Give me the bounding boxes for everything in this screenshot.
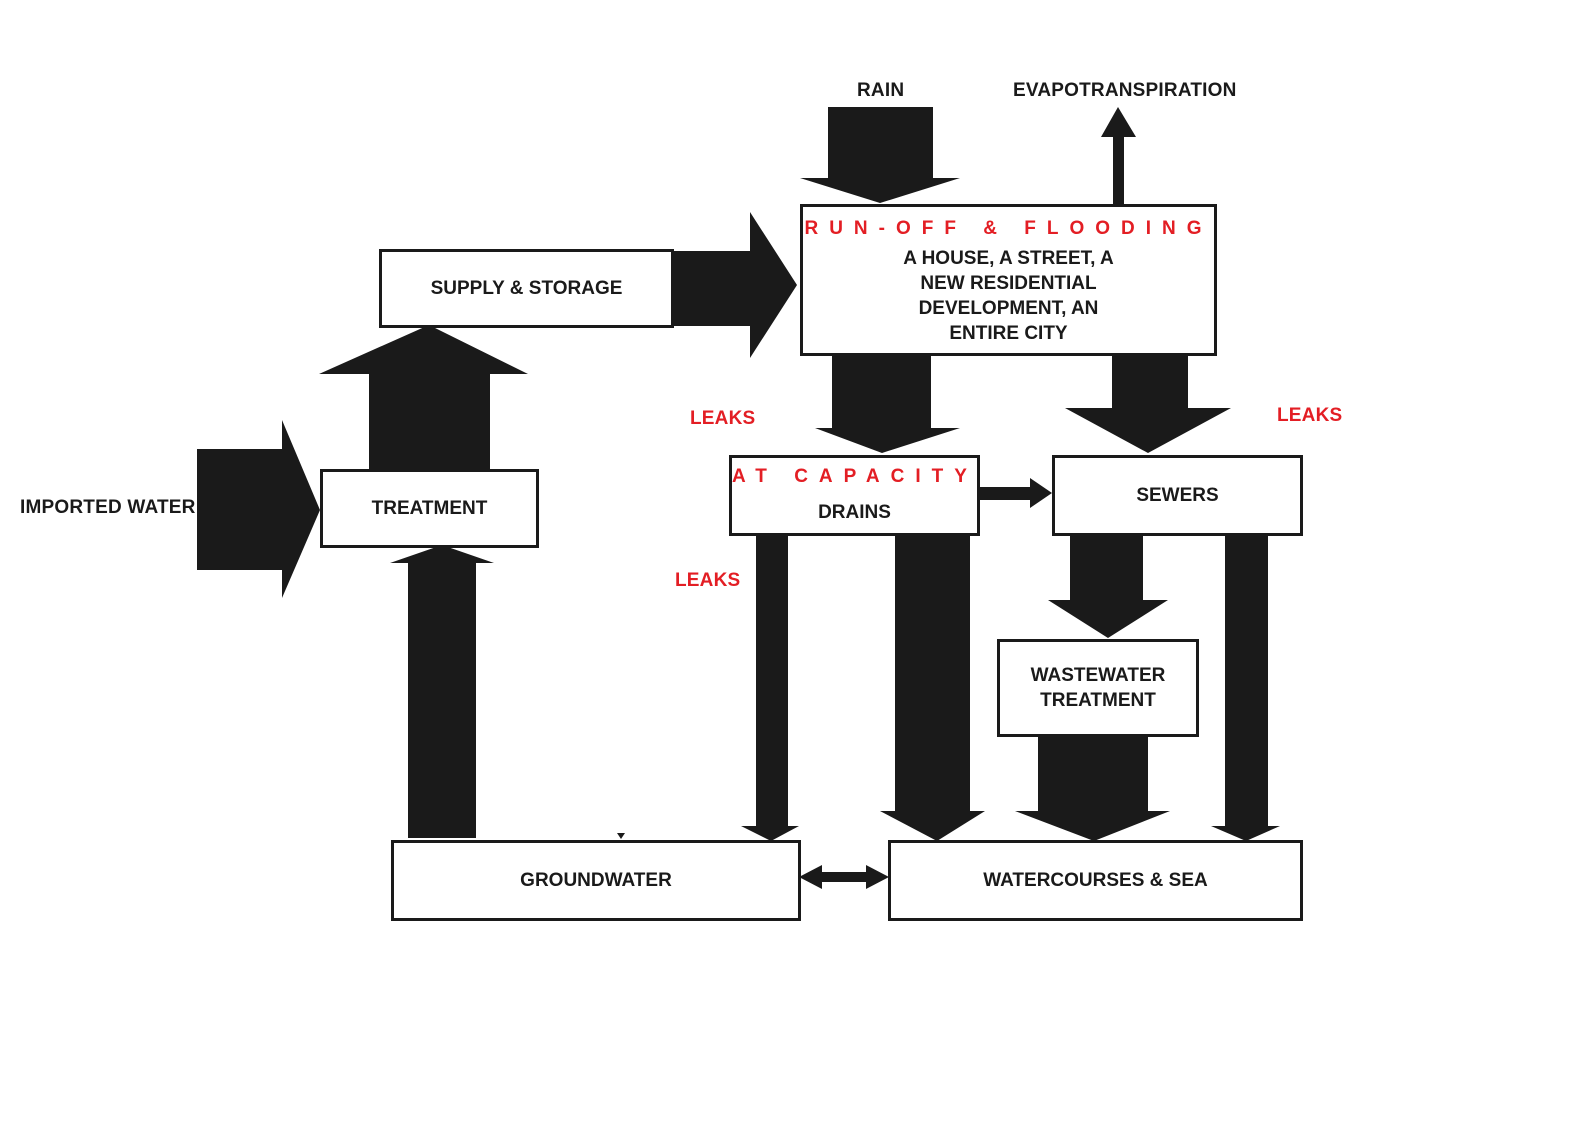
rain-label: RAIN (857, 80, 905, 101)
sewers-box: SEWERS (1052, 455, 1303, 536)
runoff-line-1: A HOUSE, A STREET, A (903, 248, 1114, 269)
wastewater-treatment-box: WASTEWATER TREATMENT (997, 639, 1199, 737)
imported-water-label: IMPORTED WATER (20, 497, 196, 518)
leaks-label-sewers: LEAKS (1277, 405, 1343, 426)
runoff-line-2: NEW RESIDENTIAL (920, 273, 1097, 294)
treatment-to-supply-arrow (319, 325, 528, 470)
groundwater-label: GROUNDWATER (520, 870, 672, 891)
drains-to-groundwater-arrow (741, 533, 799, 841)
groundwater-to-treatment-arrow (390, 545, 494, 838)
supply-to-runoff-arrow (671, 212, 797, 358)
groundwater-watercourses-double-arrow (799, 865, 889, 889)
wastewater-line-2: TREATMENT (1040, 690, 1156, 711)
runoff-to-drains-arrow (815, 355, 960, 453)
drains-label: DRAINS (818, 502, 891, 523)
drains-to-sewers-arrow (978, 478, 1052, 508)
drains-box: AT CAPACITY DRAINS (729, 455, 980, 536)
groundwater-box: GROUNDWATER (391, 840, 801, 921)
evapotranspiration-arrow (1101, 107, 1136, 205)
runoff-line-3: DEVELOPMENT, AN (918, 298, 1099, 319)
supply-storage-label: SUPPLY & STORAGE (430, 278, 623, 299)
treatment-box: TREATMENT (320, 469, 539, 548)
rain-arrow (800, 107, 960, 203)
wastewater-to-watercourses-arrow (1015, 735, 1170, 841)
leaks-label-drains-bottom: LEAKS (675, 570, 741, 591)
drains-capacity-title: AT CAPACITY (732, 466, 978, 487)
evapotranspiration-label: EVAPOTRANSPIRATION (1013, 80, 1237, 101)
runoff-flooding-box: RUN-OFF & FLOODING A HOUSE, A STREET, A … (800, 204, 1217, 356)
imported-water-arrow (197, 420, 320, 598)
treatment-label: TREATMENT (371, 498, 488, 519)
supply-storage-box: SUPPLY & STORAGE (379, 249, 674, 328)
sewers-label: SEWERS (1136, 485, 1219, 506)
sewers-to-wastewater-arrow (1048, 533, 1168, 638)
sewers-to-watercourses-arrow (1211, 533, 1280, 841)
tick-mark (617, 833, 625, 839)
watercourses-sea-label: WATERCOURSES & SEA (983, 870, 1208, 891)
runoff-flooding-title: RUN-OFF & FLOODING (804, 218, 1213, 239)
runoff-description: A HOUSE, A STREET, A NEW RESIDENTIAL DEV… (803, 246, 1214, 346)
drains-to-watercourses-arrow (880, 533, 985, 841)
leaks-label-drains-top: LEAKS (690, 408, 756, 429)
watercourses-sea-box: WATERCOURSES & SEA (888, 840, 1303, 921)
wastewater-line-1: WASTEWATER (1030, 665, 1166, 686)
runoff-line-4: ENTIRE CITY (949, 323, 1068, 344)
runoff-to-sewers-arrow (1065, 355, 1231, 453)
